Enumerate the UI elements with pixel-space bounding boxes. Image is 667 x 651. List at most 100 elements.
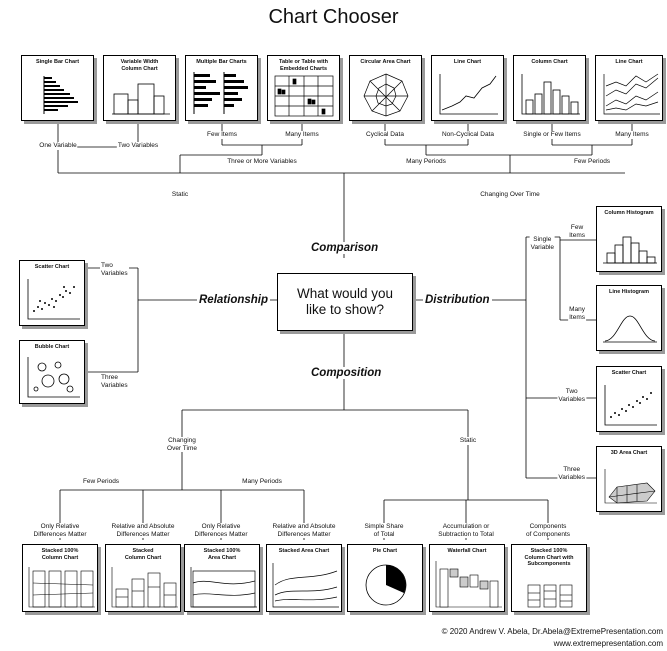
bubble-chart-card: Bubble Chart bbox=[19, 340, 85, 404]
label-many-items: Many Items bbox=[284, 131, 320, 139]
column-histogram-card: Column Histogram bbox=[596, 206, 662, 272]
line-histogram-card: Line Histogram bbox=[596, 285, 662, 351]
single-bar-chart-card: Single Bar Chart bbox=[21, 55, 94, 121]
label-few-items: Few Items bbox=[206, 131, 238, 139]
card-title: Circular Area Chart bbox=[360, 59, 411, 65]
label-two-variables: Two Variables bbox=[116, 142, 160, 150]
line-histogram-icon bbox=[603, 315, 657, 343]
label-dist-many-items: Many Items bbox=[568, 306, 586, 321]
label-single-variable: Single Variable bbox=[529, 236, 555, 251]
scatter-chart-icon bbox=[27, 279, 80, 320]
stacked-area-icon bbox=[272, 563, 339, 608]
card-title: Table or Table with Embedded Charts bbox=[279, 59, 328, 72]
stacked-area-chart-card: Stacked Area Chart bbox=[266, 544, 342, 612]
stacked-100-area-chart-card: Stacked 100% Area Chart bbox=[184, 544, 260, 612]
multiple-bar-charts-icon bbox=[193, 72, 248, 114]
table-embedded-charts-card: Table or Table with Embedded Charts bbox=[267, 55, 340, 121]
waterfall-chart-icon bbox=[435, 561, 502, 608]
pie-chart-icon bbox=[365, 564, 407, 606]
label-dist-three-variables: Three Variables bbox=[557, 466, 586, 481]
waterfall-chart-card: Waterfall Chart bbox=[429, 544, 505, 612]
label-single-or-few-items: Single or Few Items bbox=[522, 131, 582, 139]
label-comp-few-periods: Few Periods bbox=[81, 478, 121, 486]
stacked-100-column-chart-card: Stacked 100% Column Chart bbox=[22, 544, 98, 612]
column-histogram-icon bbox=[603, 236, 657, 264]
scatter-chart-card-right: Scatter Chart bbox=[596, 366, 662, 432]
card-title: Line Chart bbox=[615, 59, 643, 65]
label-simple-share: Simple Share of Total bbox=[363, 523, 405, 538]
card-title: Variable Width Column Chart bbox=[120, 59, 159, 72]
card-title: Single Bar Chart bbox=[35, 59, 80, 65]
label-components: Components of Components bbox=[524, 523, 572, 538]
card-title: Stacked Column Chart bbox=[124, 548, 162, 561]
stacked-100-column-icon bbox=[28, 567, 95, 608]
label-many-periods: Many Periods bbox=[405, 158, 447, 166]
line-chart-card-2: Line Chart bbox=[595, 55, 663, 121]
3d-area-chart-card: 3D Area Chart bbox=[596, 446, 662, 512]
scatter-chart-card-left: Scatter Chart bbox=[19, 260, 85, 326]
label-dist-two-variables: Two Variables bbox=[557, 388, 586, 403]
label-only-relative-2: Only Relative Differences Matter bbox=[193, 523, 249, 538]
card-title: Pie Chart bbox=[372, 548, 398, 554]
card-title: Bubble Chart bbox=[34, 344, 70, 350]
category-distribution: Distribution bbox=[423, 294, 492, 306]
stacked-100-column-subcomponents-card: Stacked 100% Column Chart with Subcompon… bbox=[511, 544, 587, 612]
card-title: Stacked 100% Column Chart with Subcompon… bbox=[524, 548, 574, 567]
card-title: Multiple Bar Charts bbox=[196, 59, 247, 65]
center-question-box: What would you like to show? bbox=[277, 273, 413, 331]
card-title: Waterfall Chart bbox=[447, 548, 487, 554]
line-chart-card-1: Line Chart bbox=[431, 55, 504, 121]
label-many-items-2: Many Items bbox=[614, 131, 650, 139]
label-static: Static bbox=[170, 191, 190, 199]
column-chart-icon bbox=[521, 74, 580, 115]
label-one-variable: One Variable bbox=[38, 142, 78, 150]
circular-area-chart-card: Circular Area Chart bbox=[349, 55, 422, 121]
card-title: Column Chart bbox=[531, 59, 568, 65]
card-title: Stacked 100% Column Chart bbox=[41, 548, 79, 561]
label-rel-three-variables: Three Variables bbox=[100, 374, 129, 389]
label-three-or-more-variables: Three or More Variables bbox=[226, 158, 298, 166]
circular-area-chart-icon bbox=[363, 73, 409, 117]
stacked-column-icon bbox=[111, 567, 178, 608]
pie-chart-card: Pie Chart bbox=[347, 544, 423, 612]
label-comp-many-periods: Many Periods bbox=[241, 478, 283, 486]
card-title: Line Chart bbox=[453, 59, 482, 65]
label-non-cyclical-data: Non-Cyclical Data bbox=[440, 131, 496, 139]
card-title: Line Histogram bbox=[608, 289, 650, 295]
label-comp-static: Static bbox=[458, 437, 478, 445]
category-comparison: Comparison bbox=[309, 242, 381, 254]
bubble-chart-icon bbox=[27, 357, 80, 398]
line-chart-icon bbox=[439, 74, 498, 115]
category-relationship: Relationship bbox=[197, 294, 271, 306]
label-rel-and-abs-2: Relative and Absolute Differences Matter bbox=[271, 523, 337, 538]
label-rel-two-variables: Two Variables bbox=[100, 262, 129, 277]
multi-line-chart-icon bbox=[603, 73, 660, 115]
label-cyclical-data: Cyclical Data bbox=[365, 131, 405, 139]
card-title: Scatter Chart bbox=[34, 264, 70, 270]
label-comp-changing-over-time: Changing Over Time bbox=[166, 437, 198, 452]
card-title: Stacked Area Chart bbox=[278, 548, 330, 554]
variable-width-column-chart-card: Variable Width Column Chart bbox=[103, 55, 176, 121]
label-accumulation: Accumulation or Subtraction to Total bbox=[437, 523, 495, 538]
label-changing-over-time: Changing Over Time bbox=[479, 191, 541, 199]
card-title: Stacked 100% Area Chart bbox=[203, 548, 241, 561]
column-chart-card: Column Chart bbox=[513, 55, 586, 121]
card-title: 3D Area Chart bbox=[610, 450, 648, 456]
footer-copyright: © 2020 Andrew V. Abela, Dr.Abela@Extreme… bbox=[441, 627, 663, 636]
table-icon bbox=[274, 75, 334, 117]
card-title: Column Histogram bbox=[604, 210, 654, 216]
label-dist-few-items: Few Items bbox=[568, 224, 586, 239]
label-few-periods: Few Periods bbox=[572, 158, 612, 166]
stacked-100-area-icon bbox=[190, 567, 257, 608]
diagram-title: Chart Chooser bbox=[268, 6, 399, 28]
footer-website: www.extremepresentation.com bbox=[553, 639, 663, 648]
scatter-chart-icon bbox=[604, 385, 657, 426]
single-bar-chart-icon bbox=[43, 76, 78, 114]
3d-area-chart-icon bbox=[604, 469, 657, 504]
stacked-column-chart-card: Stacked Column Chart bbox=[105, 544, 181, 612]
variable-width-column-icon bbox=[112, 83, 170, 115]
category-composition: Composition bbox=[309, 367, 384, 379]
card-title: Scatter Chart bbox=[611, 370, 647, 376]
label-rel-and-abs-1: Relative and Absolute Differences Matter bbox=[110, 523, 176, 538]
